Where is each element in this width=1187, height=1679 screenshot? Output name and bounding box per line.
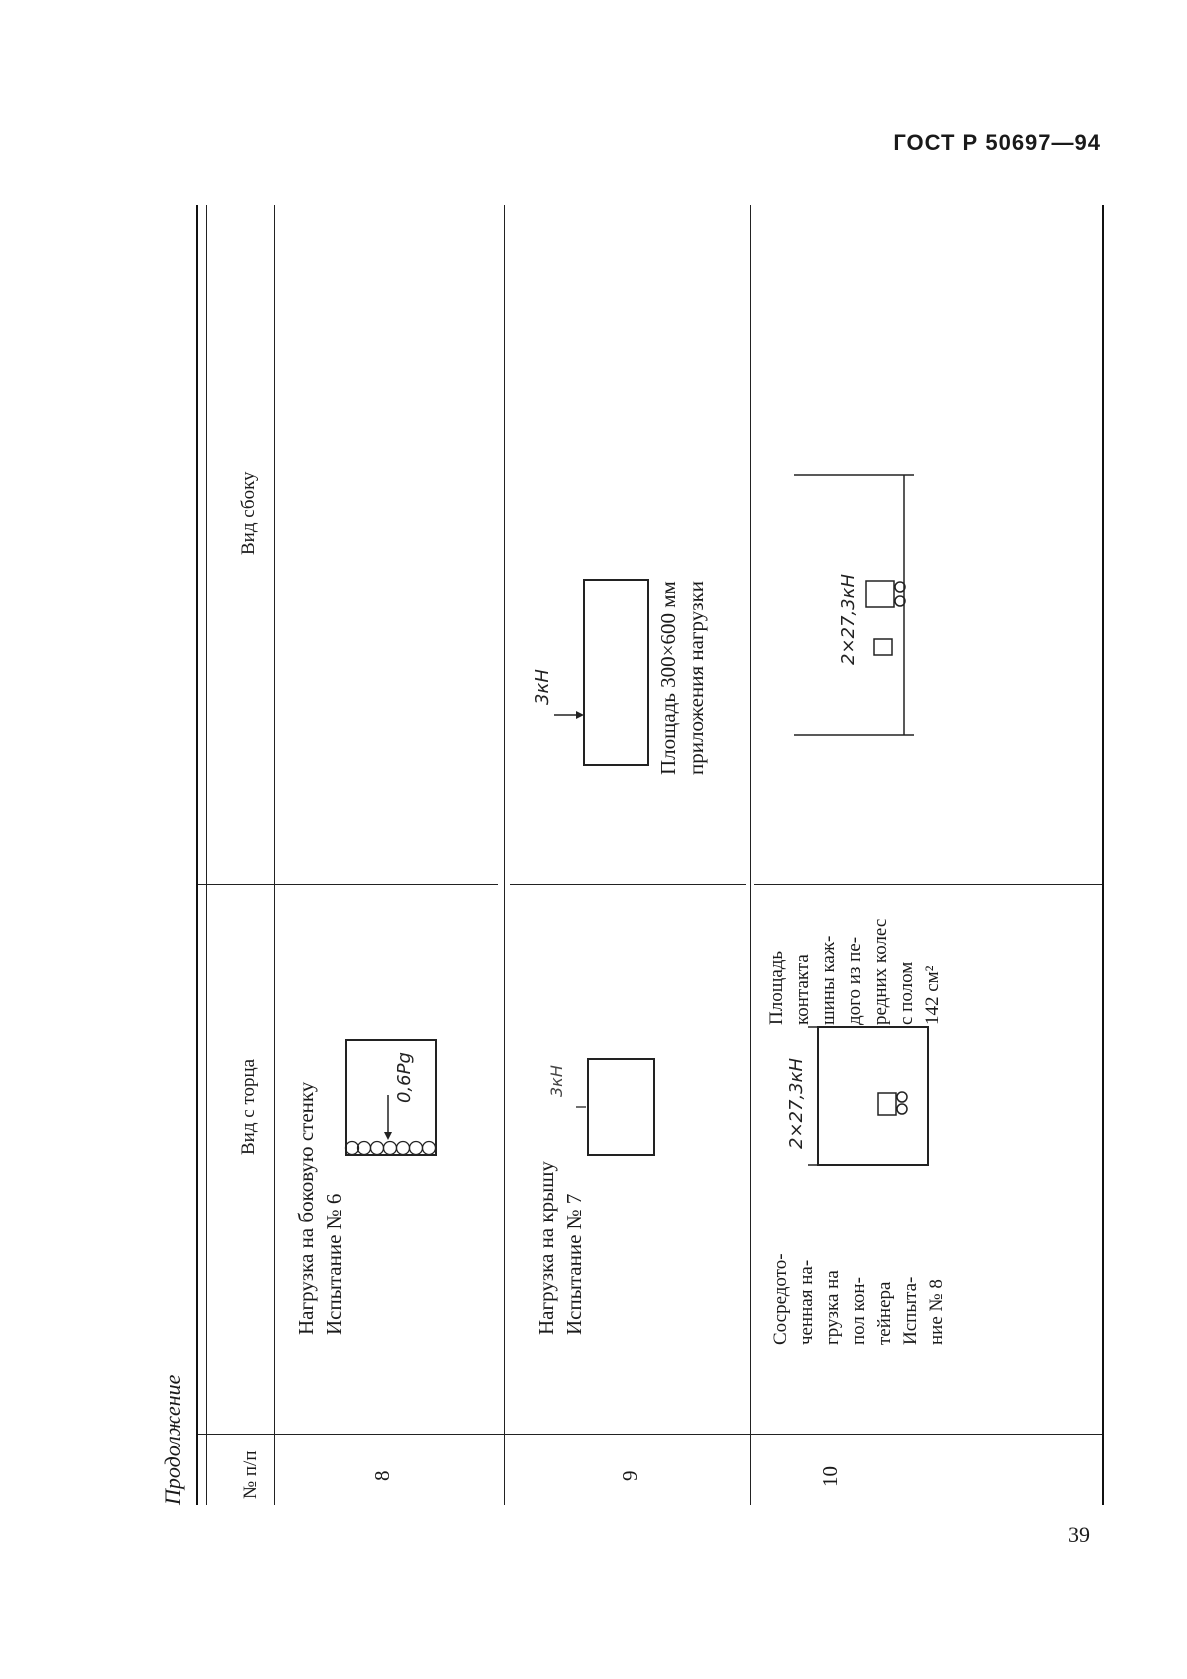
row9-roof-outline — [583, 579, 649, 766]
row9-desc-line2: Испытание № 7 — [562, 1193, 586, 1335]
col-divider-number — [198, 1434, 1102, 1435]
header-rule — [206, 205, 207, 1505]
row10-end-load-label: 2×27,3кН — [786, 1058, 807, 1149]
header-bottom-rule — [274, 205, 275, 1505]
page-number: 39 — [1068, 1522, 1090, 1547]
row10-description: Сосредото- ченная на- грузка на пол кон-… — [768, 1253, 950, 1345]
row10-container-outline — [817, 1026, 929, 1166]
forklift-icon — [877, 1091, 908, 1116]
row10-note-line7: 142 см² — [922, 965, 943, 1025]
row8-load-label: 0,6Pg — [394, 1052, 415, 1103]
row8-arrow-head — [384, 1132, 392, 1140]
col-divider-views-row8 — [198, 884, 498, 885]
row9-side-note: Площадь 300×600 мм приложения нагрузки — [654, 581, 710, 775]
row10-desc-line6: Испыта- — [900, 1276, 921, 1345]
row8-end-view-diagram: 0,6Pg — [344, 1039, 437, 1156]
row9-side-load-label: 3кН — [532, 669, 553, 705]
row9-end-view-diagram: 3кН — [547, 1058, 655, 1156]
row10-note-line5: редних колес — [870, 918, 891, 1025]
row-divider-2 — [750, 205, 751, 1505]
header-side-view: Вид сбоку — [238, 471, 259, 555]
rotated-table-area: Продолжение № п/п Вид с торца Вид сбоку … — [160, 205, 1104, 1505]
row9-desc-line1: Нагрузка на крышу — [534, 1161, 558, 1335]
row10-note-line6: с полом — [896, 961, 917, 1025]
standard-code: ГОСТ Р 50697—94 — [893, 130, 1101, 155]
row10-note-line1: Площадь — [766, 950, 787, 1025]
row10-desc-line1: Сосредото- — [770, 1253, 791, 1345]
row10-note-line2: контакта — [792, 954, 813, 1025]
row9-note-line2: приложения нагрузки — [684, 580, 708, 775]
row10-side-view-diagram: 2×27,3кН — [794, 474, 914, 736]
row9-side-arrow-head — [576, 711, 584, 719]
row9-note-line1: Площадь 300×600 мм — [656, 581, 680, 775]
row10-side-load-label: 2×27,3кН — [838, 574, 859, 665]
col-divider-views-row9 — [510, 884, 746, 885]
header-end-view: Вид с торца — [238, 1058, 259, 1155]
header-number: № п/п — [240, 1450, 261, 1500]
row10-desc-line3: грузка на — [822, 1270, 843, 1345]
row9-number: 9 — [618, 1470, 642, 1482]
col-divider-views-row10 — [754, 884, 1102, 885]
row10-end-note: Площадь контакта шины каж- дого из пе- р… — [764, 919, 946, 1025]
row10-note-line3: шины каж- — [818, 935, 839, 1025]
test-table: № п/п Вид с торца Вид сбоку 8 Нагрузка н… — [196, 205, 1104, 1505]
row10-note-line4: дого из пе- — [844, 936, 865, 1025]
row10-desc-line7: ние № 8 — [926, 1279, 947, 1345]
row10-number: 10 — [818, 1466, 842, 1487]
row10-desc-line5: тейнера — [874, 1281, 895, 1345]
rotated-page-content: Продолжение № п/п Вид с торца Вид сбоку … — [160, 205, 1104, 1505]
row8-distributed-load-circles — [344, 1140, 437, 1156]
forklift-side-icon — [865, 580, 906, 656]
row9-description: Нагрузка на крышу Испытание № 7 — [532, 1161, 588, 1335]
row10-desc-line2: ченная на- — [796, 1259, 817, 1345]
row9-container-outline — [587, 1058, 655, 1156]
row10-desc-line4: пол кон- — [848, 1277, 869, 1345]
row8-container-outline — [345, 1039, 437, 1156]
row9-end-load-label: 3кН — [547, 1065, 566, 1097]
row9-side-view-diagram: 3кН — [532, 579, 649, 766]
row-divider-1 — [504, 205, 505, 1505]
continuation-label: Продолжение — [160, 1374, 185, 1505]
row8-number: 8 — [370, 1470, 394, 1482]
row10-end-view-diagram: 2×27,3кН — [786, 1026, 929, 1166]
row8-desc-line1: Нагрузка на боковую стенку — [294, 1081, 318, 1335]
